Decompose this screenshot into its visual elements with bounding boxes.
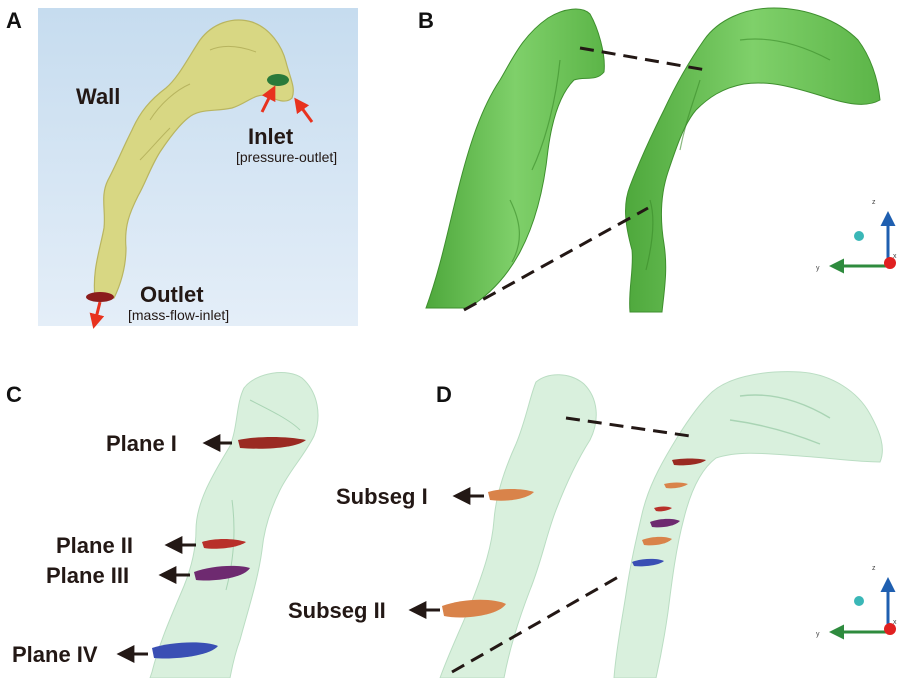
plane-i-label: Plane I [106, 431, 177, 456]
subseg-ii-surface [442, 599, 506, 618]
origin-sphere [854, 596, 864, 606]
inlet-face [267, 74, 289, 86]
x-axis-dot [884, 623, 896, 635]
outlet-label: Outlet [140, 282, 204, 307]
plane-ii-label: Plane II [56, 533, 133, 558]
subseg-i-label: Subseg I [336, 484, 428, 509]
inlet-bc-label: [pressure-outlet] [236, 149, 337, 165]
outlet-face [86, 292, 114, 302]
plane-marker-d-2 [654, 506, 672, 512]
panel-letter-b: B [418, 8, 434, 33]
airway-shading-d-right [729, 394, 831, 445]
airway-model-a [93, 19, 294, 299]
plane-marker-d-4 [632, 558, 664, 567]
plane-iii-surface [194, 565, 250, 581]
airway-model-b-right [625, 7, 881, 313]
x-axis-dot [884, 257, 896, 269]
origin-sphere [854, 231, 864, 241]
dashed-connector-b-bottom [463, 206, 649, 312]
subseg-marker-d-1 [664, 482, 688, 489]
subseg-ii-label: Subseg II [288, 598, 386, 623]
plane-marker-d-3 [650, 518, 680, 528]
z-axis-label: z [872, 199, 876, 206]
subseg-marker-d-2 [642, 536, 672, 546]
plane-iv-surface [152, 642, 218, 659]
panel-a: Wall Inlet [pressure-outlet] Outlet [mas… [38, 8, 358, 329]
airway-shading-b-right [645, 38, 831, 271]
x-axis-label: x [893, 619, 897, 626]
y-axis-label: y [816, 265, 820, 272]
wall-label: Wall [76, 84, 120, 109]
inlet-arrow-1 [260, 85, 276, 113]
airway-shading-b-left [509, 59, 561, 263]
panel-d: Subseg I Subseg II z y x [288, 371, 897, 678]
panel-letter-c: C [6, 382, 22, 407]
plane-i-surface [238, 437, 306, 449]
panel-c: Plane I Plane II Plane III Plane IV [12, 372, 319, 678]
panel-letter-a: A [6, 8, 22, 33]
panel-letter-d: D [436, 382, 452, 407]
axes-triad-b: z y x [816, 199, 897, 274]
z-axis-label: z [872, 565, 876, 572]
axes-triad-d: z y x [816, 565, 897, 640]
plane-iv-label: Plane IV [12, 642, 98, 667]
plane-ii-surface [202, 539, 246, 549]
airway-model-d-right [613, 371, 883, 678]
airway-model-b-left [425, 8, 605, 309]
plane-marker-d-1 [672, 458, 706, 466]
panel-b: z y x [425, 7, 897, 313]
inlet-label: Inlet [248, 124, 294, 149]
plane-iii-label: Plane III [46, 563, 129, 588]
x-axis-label: x [893, 253, 897, 260]
airway-shading-a [139, 45, 257, 161]
y-axis-label: y [816, 631, 820, 638]
inlet-arrow-2 [294, 97, 314, 123]
outlet-bc-label: [mass-flow-inlet] [128, 307, 229, 323]
dashed-connector-d-bottom [451, 574, 621, 674]
subseg-i-surface [488, 489, 534, 501]
outlet-arrow [89, 301, 105, 329]
